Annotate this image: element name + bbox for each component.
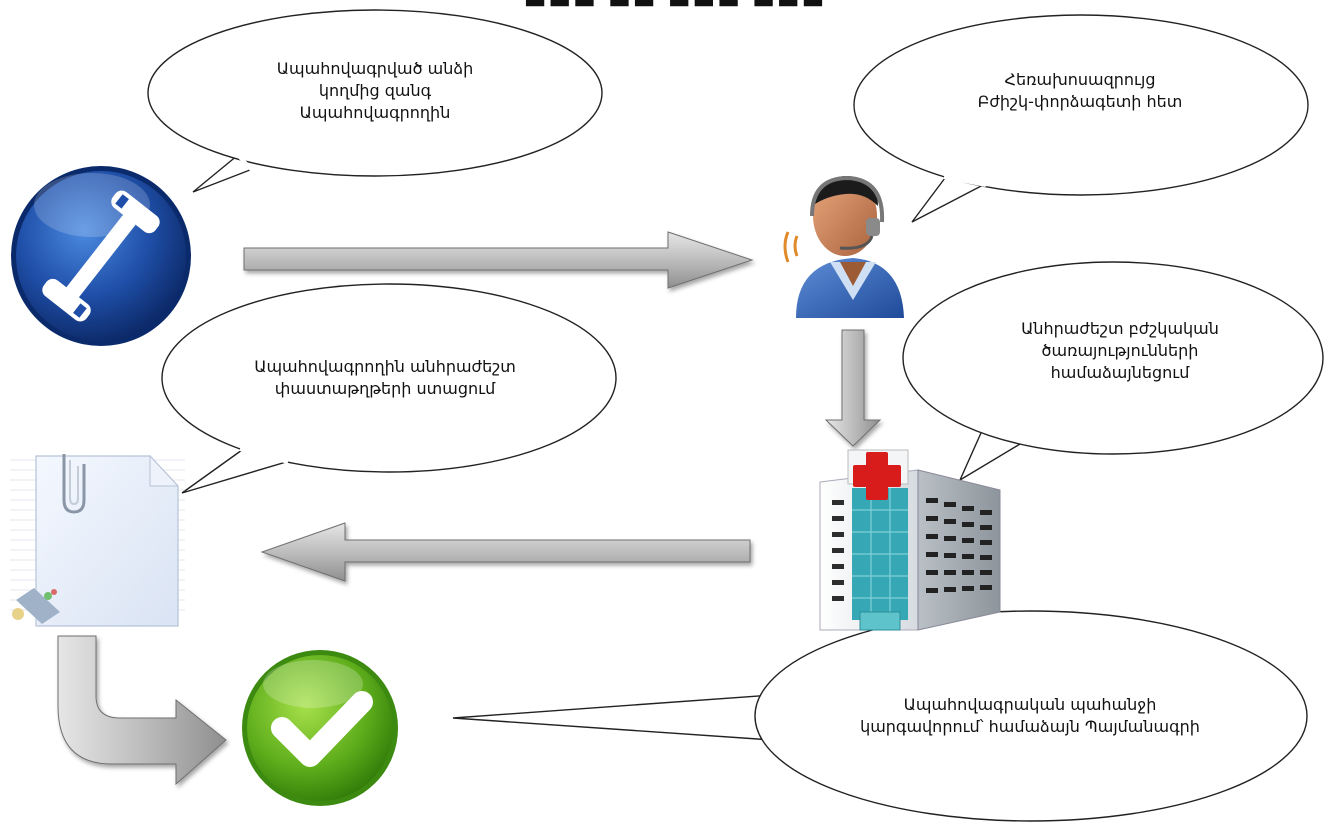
bubble-documents: [161, 283, 617, 494]
bubble-documents-text: Ապահովագրողին անհրաժեշտ փաստաթղթերի ստաց…: [220, 356, 550, 400]
checkmark-icon: [242, 650, 398, 806]
phone-icon: [11, 166, 191, 346]
bubble-call-line-2: կողմից զանգ: [318, 81, 432, 100]
bubble-consult-line-2: Բժիշկ-փորձագետի հետ: [977, 92, 1183, 111]
arrow-hospital-to-document: [260, 522, 751, 582]
bubble-call: [147, 9, 603, 193]
bubble-services-line-2: ծառայությունների: [1041, 341, 1199, 360]
bubble-services-line-1: Անհրաժեշտ բժշկական: [1021, 319, 1219, 338]
bubble-call-line-3: Ապահովագրողին: [299, 103, 451, 122]
bubble-services-text: Անհրաժեշտ բժշկական ծառայությունների համա…: [975, 318, 1265, 384]
bubble-consult-line-1: Հեռախոսազրույց: [1004, 70, 1156, 89]
bubble-call-text: Ապահովագրված անձի կողմից զանգ Ապահովագրո…: [240, 58, 510, 124]
bubble-settlement-text: Ապահովագրական պահանջի կարգավորում՝ համաձ…: [820, 694, 1240, 738]
bubble-services: [902, 261, 1324, 482]
bubble-documents-line-1: Ապահովագրողին անհրաժեշտ: [254, 357, 516, 376]
bubble-settlement-line-2: կարգավորում՝ համաձայն Պայմանագրի: [860, 717, 1200, 736]
bubble-consult: [853, 14, 1309, 223]
arrow-phone-to-operator: [243, 231, 754, 289]
page-title-cutoff: ▬▬▬ ▬▬ ▬▬▬ ▬▬▬: [440, 0, 910, 12]
bubble-consult-text: Հեռախոսազրույց Բժիշկ-փորձագետի հետ: [930, 69, 1230, 113]
bubble-settlement-line-1: Ապահովագրական պահանջի: [903, 695, 1157, 714]
bubble-services-line-3: համաձայնեցում: [1050, 363, 1190, 382]
arrow-operator-to-hospital: [824, 329, 882, 447]
operator-headset-icon: [783, 175, 904, 318]
document-icon: [10, 454, 185, 627]
bubble-settlement: [452, 610, 1308, 822]
bubble-call-line-1: Ապահովագրված անձի: [276, 59, 474, 78]
arrow-document-to-check: [57, 635, 227, 786]
bubble-documents-line-2: փաստաթղթերի ստացում: [274, 379, 496, 398]
hospital-icon: [819, 449, 1001, 631]
